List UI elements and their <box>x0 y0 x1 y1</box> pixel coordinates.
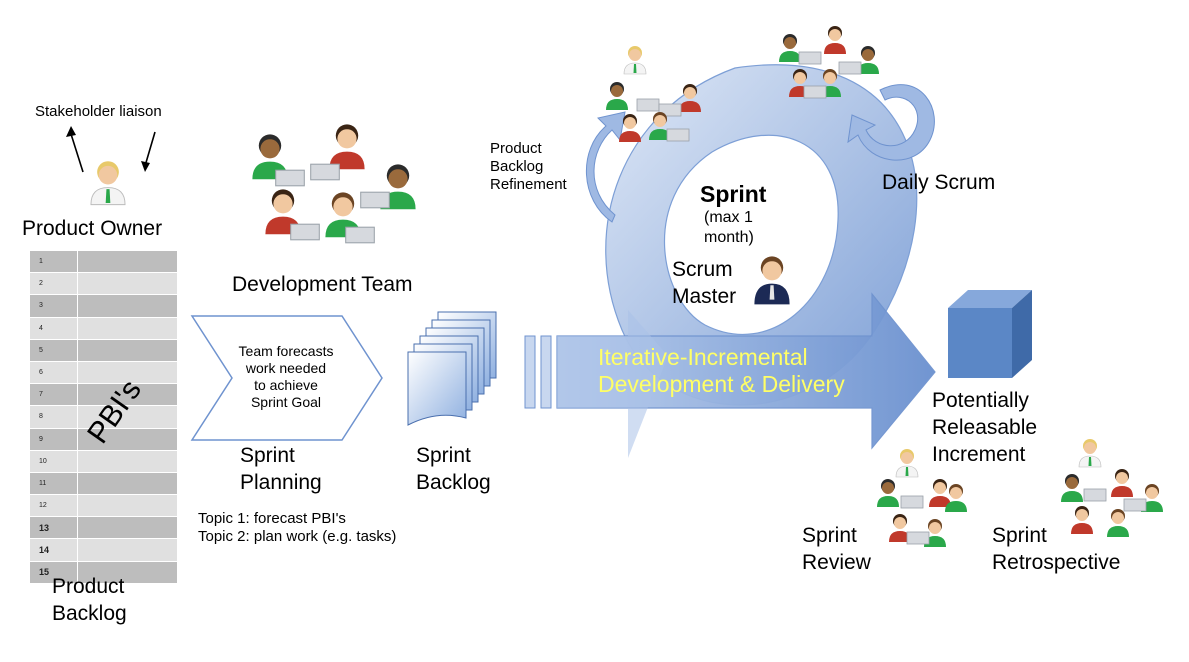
product-backlog-label-line2: Backlog <box>52 602 127 625</box>
backlog-row-number: 1 <box>30 251 78 274</box>
development-team-icon <box>252 124 416 244</box>
backlog-row-body <box>77 428 177 451</box>
inner-arrow <box>557 310 668 458</box>
delivery-line1: Iterative-Incremental <box>598 344 808 370</box>
planning-topic-1: Topic 1: forecast PBI's <box>198 510 346 527</box>
refinement-label: Product Backlog Refinement <box>490 140 567 194</box>
sprint-backlog-icon <box>407 311 497 426</box>
backlog-row-body <box>77 251 177 274</box>
scrum-master-label-line1: Scrum <box>672 258 733 281</box>
refinement-line2: Backlog <box>490 158 544 175</box>
planning-text-line2: work needed <box>245 360 327 376</box>
sprint-planning-label-line2: Planning <box>240 471 322 494</box>
increment-label-line1: Potentially <box>932 389 1029 412</box>
backlog-row-body <box>77 294 177 318</box>
backlog-row: 5 <box>30 339 177 362</box>
backlog-row-number: 15 <box>30 561 78 584</box>
backlog-row-number: 12 <box>30 494 78 518</box>
refinement-line1: Product <box>490 140 542 157</box>
backlog-row-body <box>77 516 177 540</box>
sprint-review-label-line2: Review <box>802 551 871 574</box>
backlog-row-number: 9 <box>30 428 78 451</box>
sprint-duration-line1: (max 1 <box>704 209 753 226</box>
development-team-label: Development Team <box>232 273 413 296</box>
backlog-row-body <box>77 494 177 518</box>
increment-label-line2: Releasable <box>932 416 1038 439</box>
backlog-row-body <box>77 405 177 429</box>
flow-bar-1 <box>524 335 536 409</box>
delivery-arrow-text: Iterative-Incremental Development & Deli… <box>598 344 898 398</box>
backlog-row-number: 8 <box>30 405 78 429</box>
backlog-row-body <box>77 383 177 407</box>
planning-text-line3: to achieve <box>254 377 318 393</box>
backlog-row-body <box>77 450 177 473</box>
sprint-duration-line2: month) <box>704 229 754 246</box>
backlog-row: 7 <box>30 383 177 407</box>
backlog-row: 2 <box>30 272 177 296</box>
daily-scrum-label: Daily Scrum <box>882 171 996 194</box>
sprint-cycle-icon <box>586 64 935 406</box>
backlog-row-body <box>77 538 177 562</box>
increment-cube-icon <box>948 290 1032 378</box>
backlog-row-body <box>77 317 177 340</box>
backlog-row-number: 5 <box>30 339 78 362</box>
flow-bar-2 <box>540 335 552 409</box>
backlog-row-body <box>77 361 177 385</box>
backlog-row-number: 14 <box>30 538 78 562</box>
backlog-row-body <box>77 272 177 296</box>
backlog-row: 10 <box>30 450 177 473</box>
backlog-row-number: 4 <box>30 317 78 340</box>
sprint-backlog-label-line1: Sprint <box>416 444 471 467</box>
backlog-row: 14 <box>30 538 177 562</box>
delivery-line2: Development & Delivery <box>598 371 845 397</box>
backlog-row-number: 3 <box>30 294 78 318</box>
backlog-row-number: 10 <box>30 450 78 473</box>
backlog-row-body <box>77 472 177 496</box>
backlog-row-number: 7 <box>30 383 78 407</box>
sprint-review-label-line1: Sprint <box>802 524 857 547</box>
backlog-row-number: 11 <box>30 472 78 496</box>
product-backlog-label-line1: Product <box>52 575 125 598</box>
backlog-row-number: 2 <box>30 272 78 296</box>
backlog-row: 6 <box>30 361 177 385</box>
backlog-row-number: 6 <box>30 361 78 385</box>
product-owner-icon <box>90 160 126 206</box>
backlog-row-body <box>77 561 177 584</box>
stakeholder-arrows <box>66 126 156 173</box>
planning-text-line4: Sprint Goal <box>250 394 322 410</box>
sprint-retrospective-label-line1: Sprint <box>992 524 1047 547</box>
sprint-planning-box-text: Team forecasts work needed to achieve Sp… <box>226 343 346 411</box>
backlog-row: 9 <box>30 428 177 451</box>
sprint-retrospective-label-line2: Retrospective <box>992 551 1121 574</box>
scrum-master-label-line2: Master <box>672 285 737 308</box>
backlog-row: 15 <box>30 561 177 584</box>
refinement-line3: Refinement <box>490 176 567 193</box>
sprint-retrospective-team-icon <box>1061 438 1163 537</box>
backlog-row: 13 <box>30 516 177 540</box>
stakeholder-liaison-label: Stakeholder liaison <box>35 103 162 120</box>
sprint-center-label: Sprint (max 1 month) <box>700 181 790 248</box>
sprint-planning-label-line1: Sprint <box>240 444 295 467</box>
sprint-title: Sprint <box>700 181 767 207</box>
backlog-row: 1 <box>30 251 177 274</box>
planning-text-line1: Team forecasts <box>238 343 334 359</box>
planning-topic-2: Topic 2: plan work (e.g. tasks) <box>198 528 397 545</box>
backlog-row: 4 <box>30 317 177 340</box>
backlog-row: 3 <box>30 294 177 318</box>
backlog-row: 11 <box>30 472 177 496</box>
scrum-master-icon <box>754 256 790 305</box>
increment-label-line3: Increment <box>932 443 1026 466</box>
backlog-row-body <box>77 339 177 362</box>
sprint-planning-shape <box>190 315 383 441</box>
product-owner-label: Product Owner <box>22 217 163 240</box>
backlog-row: 12 <box>30 494 177 518</box>
daily-scrum-team-icon <box>779 26 879 99</box>
backlog-row-number: 13 <box>30 516 78 540</box>
sprint-backlog-label-line2: Backlog <box>416 471 491 494</box>
backlog-row: 8 <box>30 405 177 429</box>
